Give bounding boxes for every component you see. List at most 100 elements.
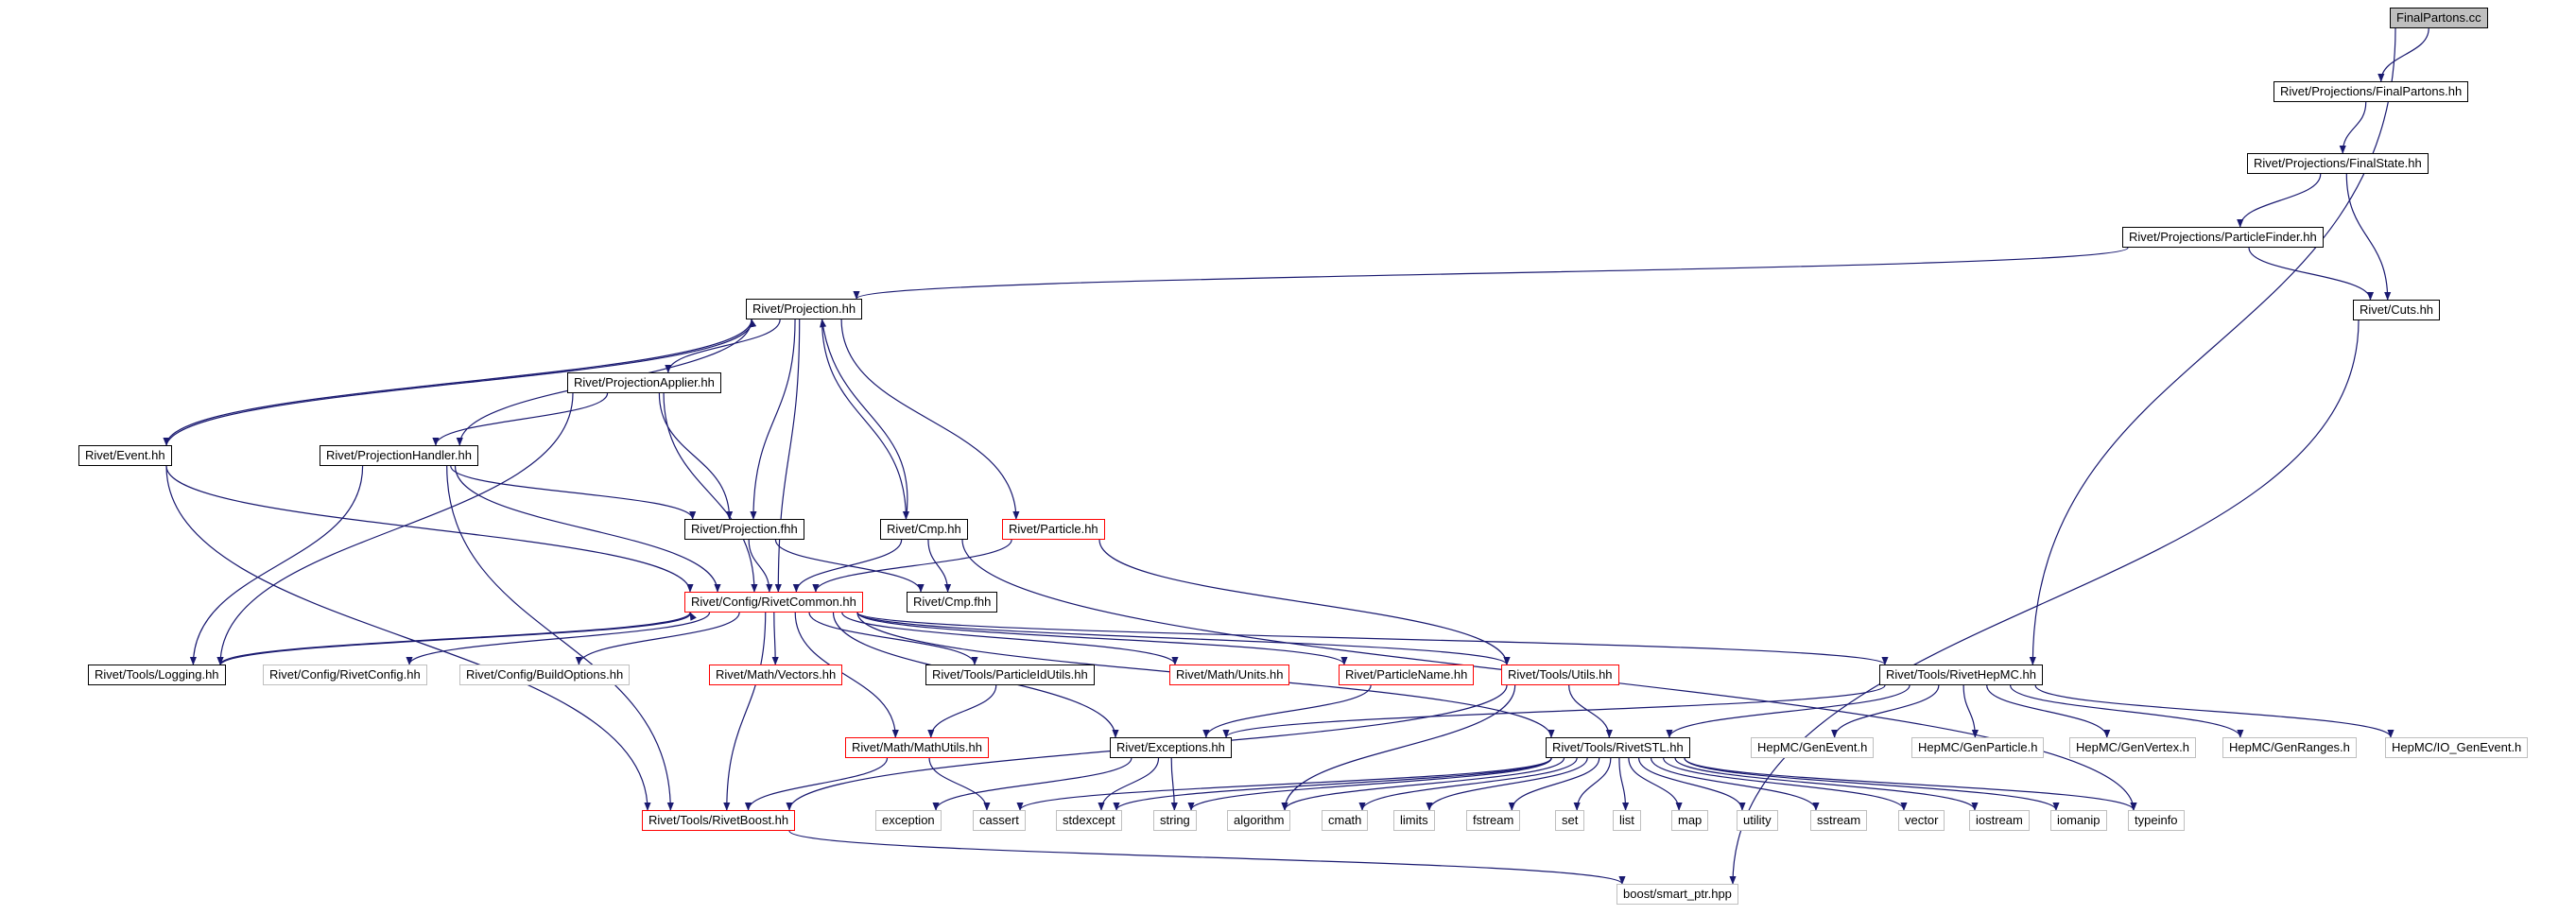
node-rivetstl-hh[interactable]: Rivet/Tools/RivetSTL.hh bbox=[1546, 737, 1690, 758]
edge-projection-hh-to-particle-hh bbox=[840, 319, 1020, 520]
edge-projection-hh-to-projection-fhh bbox=[750, 319, 796, 520]
node-rivetconfig-hh: Rivet/Config/RivetConfig.hh bbox=[263, 665, 427, 685]
node-particlefinder-hh[interactable]: Rivet/Projections/ParticleFinder.hh bbox=[2122, 227, 2324, 248]
edge-rivetstl-hh-to-cmath bbox=[1358, 757, 1578, 811]
node-projectionhandler-hh[interactable]: Rivet/ProjectionHandler.hh bbox=[320, 445, 478, 466]
edge-rivetstl-hh-to-string bbox=[1187, 757, 1552, 811]
node-particleidutils-hh[interactable]: Rivet/Tools/ParticleIdUtils.hh bbox=[925, 665, 1095, 685]
edge-event-hh-to-rivetboost-hh bbox=[165, 465, 651, 811]
node-stdexcept: stdexcept bbox=[1056, 810, 1122, 831]
node-vector: vector bbox=[1898, 810, 1945, 831]
edge-projectionhandler-hh-to-logging-hh bbox=[189, 465, 364, 665]
node-rivetboost-hh[interactable]: Rivet/Tools/RivetBoost.hh bbox=[642, 810, 796, 831]
edge-rivetstl-hh-to-sstream bbox=[1650, 757, 1820, 811]
edge-event-hh-to-projection-hh bbox=[165, 319, 757, 446]
edge-cmp-hh-to-cmp-fhh bbox=[927, 539, 952, 593]
node-finalpartons-cc: FinalPartons.cc bbox=[2390, 8, 2488, 28]
edge-exceptions-hh-to-exception bbox=[932, 757, 1132, 811]
node-utils-hh[interactable]: Rivet/Tools/Utils.hh bbox=[1501, 665, 1619, 685]
edge-mathutils-hh-to-rivetboost-hh bbox=[744, 757, 889, 811]
edge-particle-hh-to-rivetcommon-hh bbox=[812, 539, 1012, 593]
node-projectionapplier-hh[interactable]: Rivet/ProjectionApplier.hh bbox=[567, 372, 721, 393]
edge-rivetstl-hh-to-typeinfo bbox=[1684, 757, 2137, 811]
node-genevent-h: HepMC/GenEvent.h bbox=[1751, 737, 1875, 758]
node-cmath: cmath bbox=[1322, 810, 1369, 831]
node-finalstate-hh[interactable]: Rivet/Projections/FinalState.hh bbox=[2247, 153, 2429, 174]
edge-utils-hh-to-rivetstl-hh bbox=[1568, 684, 1613, 738]
node-mathutils-hh[interactable]: Rivet/Math/MathUtils.hh bbox=[845, 737, 989, 758]
edge-rivetstl-hh-to-list bbox=[1618, 757, 1630, 811]
node-cassert: cassert bbox=[973, 810, 1026, 831]
node-rivetcommon-hh[interactable]: Rivet/Config/RivetCommon.hh bbox=[684, 592, 863, 613]
edge-exceptions-hh-to-stdexcept bbox=[1098, 757, 1160, 811]
edge-rivetcommon-hh-to-particleidutils-hh bbox=[808, 612, 978, 665]
edge-finalpartons-cc-to-rivethepmc-hh bbox=[2029, 27, 2396, 665]
node-genparticle-h: HepMC/GenParticle.h bbox=[1911, 737, 2045, 758]
edge-rivetstl-hh-to-fstream bbox=[1508, 757, 1600, 811]
node-genvertex-h: HepMC/GenVertex.h bbox=[2069, 737, 2196, 758]
edge-rivetstl-hh-to-vector bbox=[1663, 757, 1908, 811]
node-projection-fhh[interactable]: Rivet/Projection.fhh bbox=[684, 519, 804, 540]
node-set: set bbox=[1555, 810, 1585, 831]
edge-projectionhandler-hh-to-projection-fhh bbox=[450, 465, 697, 520]
edge-projection-hh-to-rivetcommon-hh bbox=[774, 319, 801, 593]
node-genranges-h: HepMC/GenRanges.h bbox=[2222, 737, 2357, 758]
edge-finalpartons-cc-to-finalpartons-hh bbox=[2377, 27, 2429, 82]
node-particlename-hh[interactable]: Rivet/ParticleName.hh bbox=[1339, 665, 1475, 685]
node-projection-hh[interactable]: Rivet/Projection.hh bbox=[746, 299, 863, 319]
edge-finalstate-hh-to-cuts-hh bbox=[2345, 173, 2392, 301]
edge-rivetstl-hh-to-map bbox=[1628, 757, 1683, 811]
edge-rivetboost-hh-to-smart-ptr-hpp bbox=[788, 830, 1626, 885]
edge-rivetstl-hh-to-set bbox=[1573, 757, 1612, 811]
node-buildoptions-hh: Rivet/Config/BuildOptions.hh bbox=[459, 665, 631, 685]
edge-event-hh-to-rivetcommon-hh bbox=[165, 465, 694, 593]
edge-projection-hh-to-cmp-hh bbox=[821, 319, 910, 520]
edge-rivethepmc-hh-to-exceptions-hh bbox=[1222, 684, 1886, 738]
edge-rivetcommon-hh-to-units-hh bbox=[841, 612, 1179, 665]
node-units-hh[interactable]: Rivet/Math/Units.hh bbox=[1169, 665, 1290, 685]
node-utility: utility bbox=[1737, 810, 1778, 831]
node-logging-hh[interactable]: Rivet/Tools/Logging.hh bbox=[88, 665, 226, 685]
edge-rivetstl-hh-to-iostream bbox=[1674, 757, 1979, 811]
node-particle-hh[interactable]: Rivet/Particle.hh bbox=[1002, 519, 1105, 540]
node-vectors-hh[interactable]: Rivet/Math/Vectors.hh bbox=[709, 665, 843, 685]
edge-finalstate-hh-to-particlefinder-hh bbox=[2237, 173, 2322, 228]
edge-projectionapplier-hh-to-rivetcommon-hh bbox=[663, 392, 758, 593]
edge-rivetcommon-hh-to-mathutils-hh bbox=[794, 612, 899, 738]
edge-rivethepmc-hh-to-genevent-h bbox=[1831, 684, 1940, 738]
node-finalpartons-hh[interactable]: Rivet/Projections/FinalPartons.hh bbox=[2273, 81, 2469, 102]
edge-rivetcommon-hh-to-utils-hh bbox=[856, 612, 1511, 665]
edge-rivethepmc-hh-to-genvertex-h bbox=[1986, 684, 2111, 738]
node-rivethepmc-hh[interactable]: Rivet/Tools/RivetHepMC.hh bbox=[1879, 665, 2043, 685]
node-sstream: sstream bbox=[1810, 810, 1868, 831]
node-algorithm: algorithm bbox=[1227, 810, 1291, 831]
edge-cmp-hh-to-projection-hh bbox=[820, 319, 908, 520]
edge-rivethepmc-hh-to-rivetstl-hh bbox=[1666, 684, 1910, 738]
edge-particlefinder-hh-to-projection-hh bbox=[853, 247, 2129, 300]
edge-rivetstl-hh-to-algorithm bbox=[1281, 757, 1565, 811]
edge-rivethepmc-hh-to-genparticle-h bbox=[1962, 684, 1979, 738]
edge-rivetstl-hh-to-iomanip bbox=[1684, 757, 2060, 811]
node-cmp-fhh[interactable]: Rivet/Cmp.fhh bbox=[907, 592, 998, 613]
edge-utils-hh-to-algorithm bbox=[1281, 684, 1516, 811]
edge-cmp-hh-to-rivetcommon-hh bbox=[792, 539, 903, 593]
node-cmp-hh[interactable]: Rivet/Cmp.hh bbox=[880, 519, 968, 540]
node-exceptions-hh[interactable]: Rivet/Exceptions.hh bbox=[1110, 737, 1232, 758]
edge-projectionapplier-hh-to-projectionhandler-hh bbox=[432, 392, 609, 446]
edge-rivetcommon-hh-to-buildoptions-hh bbox=[575, 612, 740, 665]
edge-logging-hh-to-rivetcommon-hh bbox=[219, 612, 697, 665]
node-iostream: iostream bbox=[1969, 810, 2030, 831]
edge-rivetcommon-hh-to-vectors-hh bbox=[771, 612, 779, 665]
edge-particlename-hh-to-exceptions-hh bbox=[1202, 684, 1372, 738]
node-typeinfo: typeinfo bbox=[2128, 810, 2185, 831]
node-exception: exception bbox=[875, 810, 942, 831]
node-cuts-hh[interactable]: Rivet/Cuts.hh bbox=[2353, 300, 2441, 320]
edge-rivetcommon-hh-to-rivethepmc-hh bbox=[856, 612, 1889, 665]
edge-rivetstl-hh-to-limits bbox=[1426, 757, 1588, 811]
node-limits: limits bbox=[1393, 810, 1435, 831]
node-event-hh[interactable]: Rivet/Event.hh bbox=[78, 445, 172, 466]
edge-rivethepmc-hh-to-genranges-h bbox=[2010, 684, 2244, 738]
edge-exceptions-hh-to-string bbox=[1170, 757, 1178, 811]
